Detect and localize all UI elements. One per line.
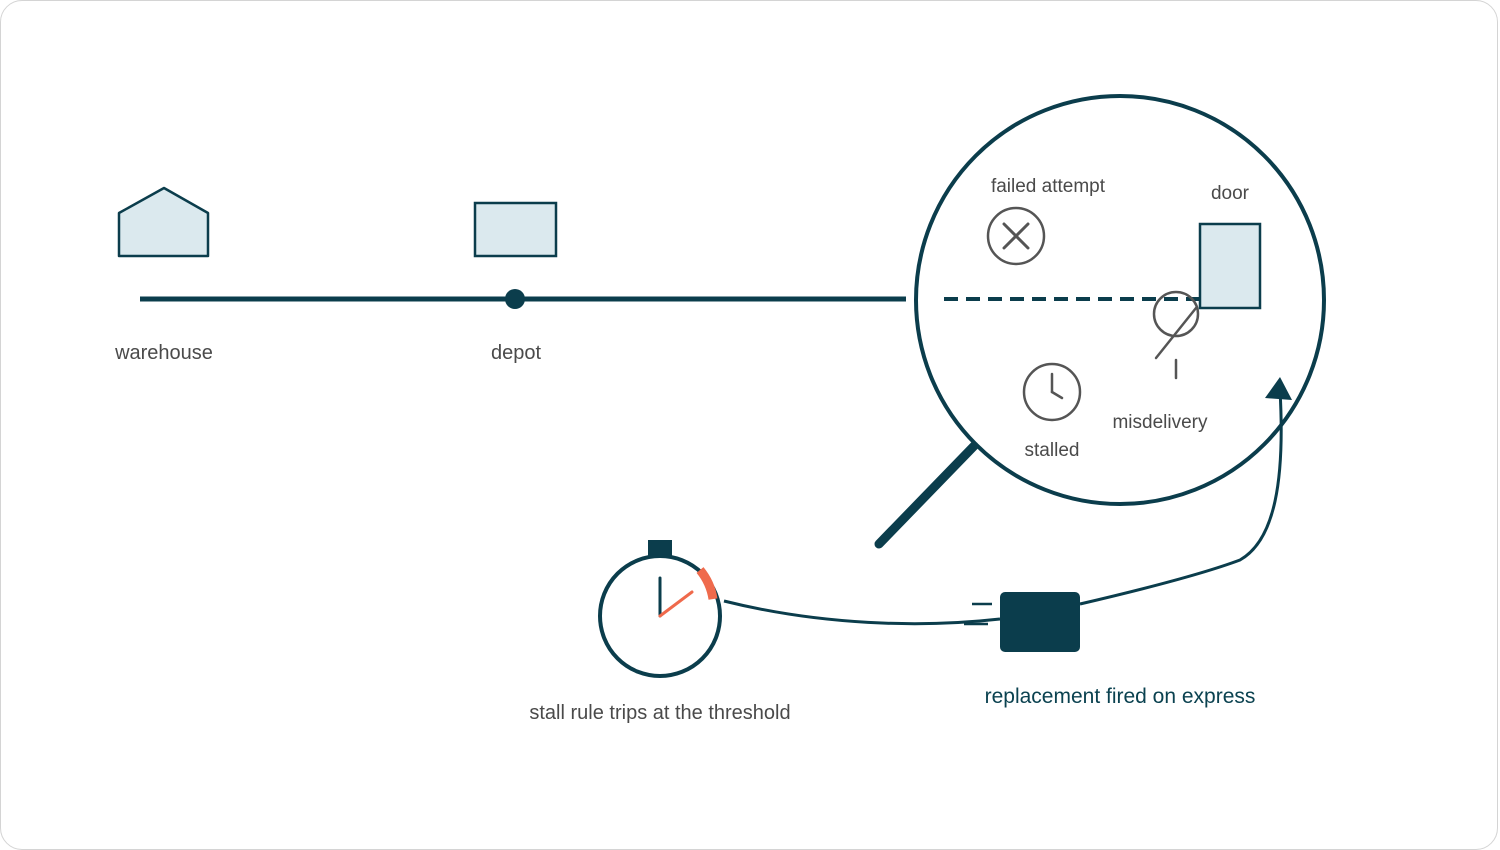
express-caption: replacement fired on express <box>985 685 1256 708</box>
misdelivery-icon <box>1152 290 1200 380</box>
express-parcel-icon <box>964 592 1080 652</box>
connector-arrowhead <box>1265 377 1292 400</box>
door-label: door <box>1211 183 1250 204</box>
warehouse-icon <box>117 186 210 258</box>
depot-label: depot <box>491 342 541 364</box>
warehouse-label: warehouse <box>114 342 213 364</box>
stopwatch-icon <box>598 540 722 678</box>
escalation-connector <box>723 599 1001 626</box>
stalled-label: stalled <box>1025 440 1080 461</box>
door-icon <box>1198 222 1262 310</box>
misdelivery-label: misdelivery <box>1112 412 1208 433</box>
depot-stop-marker <box>505 289 525 309</box>
magnifier-handle <box>874 441 979 549</box>
timer-caption: stall rule trips at the threshold <box>529 702 790 724</box>
stalled-clock-icon <box>1022 362 1082 422</box>
magnifier: failed attempt door stalled misdelivery <box>874 94 1326 549</box>
express-connector <box>1079 389 1283 606</box>
threshold-arc <box>696 567 718 600</box>
failed-attempt-label: failed attempt <box>991 176 1106 197</box>
failed-attempt-icon <box>986 206 1046 266</box>
depot-icon <box>473 201 558 258</box>
